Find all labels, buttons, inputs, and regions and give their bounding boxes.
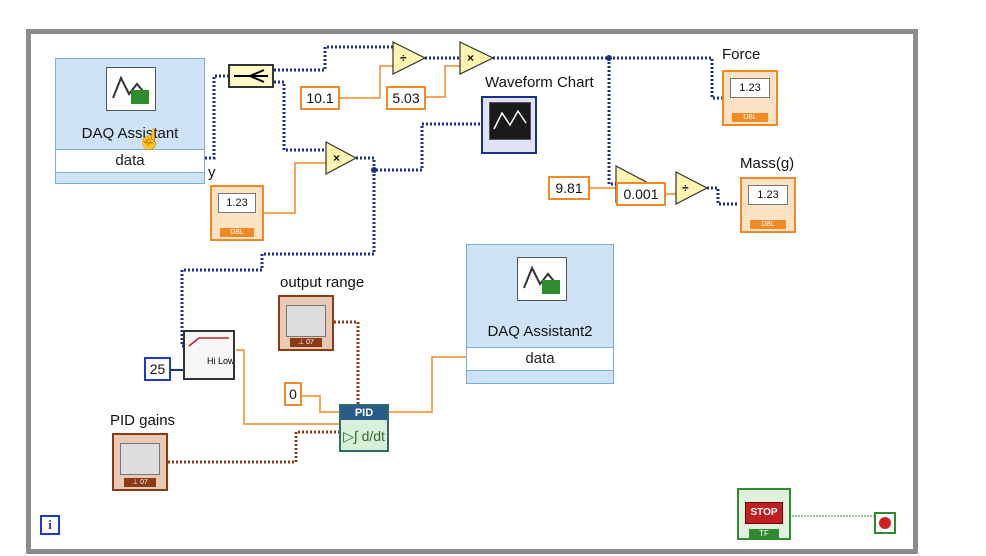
output-range-pane	[286, 305, 326, 337]
stop-dot-icon	[879, 517, 891, 529]
daq2-icon	[517, 257, 567, 301]
filter-node[interactable]: Hi Low	[183, 330, 235, 380]
constant-0-001[interactable]: 0.001	[616, 182, 666, 206]
force-value: 1.23	[730, 78, 770, 98]
waveform-chart-terminal[interactable]	[481, 96, 537, 154]
force-label: Force	[722, 46, 761, 63]
loop-condition-terminal[interactable]	[874, 512, 896, 534]
chart-icon	[489, 102, 531, 140]
pid-body: ▷∫ d/dt	[343, 428, 385, 444]
wire-y	[262, 162, 326, 214]
daq-assistant2-node[interactable]: DAQ Assistant2 data	[466, 244, 614, 384]
mass-dbl-tag: DBL	[750, 220, 786, 229]
wire-to-chart	[356, 122, 482, 172]
split-signals-node[interactable]	[228, 64, 274, 88]
daq-icon	[106, 67, 156, 111]
wire-data-to-splitter	[205, 74, 228, 160]
pid-gains-cluster[interactable]: ⊥ 07	[112, 433, 168, 491]
daq2-title: DAQ Assistant2	[487, 323, 593, 340]
constant-0[interactable]: 0	[284, 382, 302, 406]
force-indicator[interactable]: 1.23 DBL	[722, 70, 778, 126]
mass-indicator[interactable]: 1.23 DBL	[740, 177, 796, 233]
force-dbl-tag: DBL	[732, 113, 768, 122]
svg-text:÷: ÷	[400, 51, 407, 65]
pid-gains-tag: ⊥ 07	[124, 478, 156, 487]
wire-branch-mass	[607, 58, 616, 186]
mass-value: 1.23	[748, 185, 788, 205]
pid-gains-label: PID gains	[110, 412, 176, 429]
mass-label: Mass(g)	[740, 155, 795, 172]
daq-title: DAQ Assistant	[81, 125, 179, 142]
y-control[interactable]: 1.23 DBL	[210, 185, 264, 241]
multiply-node-2	[325, 141, 358, 175]
daq-data-terminal[interactable]: data	[56, 149, 204, 173]
pid-header: PID	[341, 406, 387, 420]
output-range-tag: ⊥ 07	[290, 338, 322, 347]
y-dbl-tag: DBL	[220, 228, 254, 237]
constant-25[interactable]: 25	[144, 357, 171, 381]
wire-output-range	[334, 320, 360, 404]
wire-0001	[666, 190, 677, 195]
wire-to-filter	[180, 170, 376, 348]
wire-pid-daq2	[389, 356, 466, 413]
filter-hi-low-text: Hi Low	[207, 356, 233, 366]
hand-cursor-icon: ☝	[137, 129, 162, 151]
stop-button[interactable]: STOP	[745, 502, 783, 524]
divide-node-1	[392, 41, 427, 75]
daq2-data-terminal[interactable]: data	[467, 347, 613, 371]
multiply-node-1	[459, 41, 495, 75]
wire-splitter-bottom	[274, 80, 326, 152]
constant-9-81[interactable]: 9.81	[548, 176, 590, 200]
wire-zero-pid	[302, 395, 339, 413]
svg-text:÷: ÷	[682, 181, 689, 195]
iteration-terminal: i	[40, 515, 60, 535]
y-label: y	[208, 164, 216, 181]
wire-503	[425, 65, 460, 98]
svg-text:×: ×	[333, 151, 340, 165]
wire-to-force	[493, 56, 728, 100]
pid-node[interactable]: PID ▷∫ d/dt	[339, 404, 389, 452]
constant-5-03[interactable]: 5.03	[386, 86, 426, 110]
stop-control[interactable]: STOP TF	[737, 488, 791, 540]
constant-10-1[interactable]: 10.1	[300, 86, 340, 110]
pid-gains-pane	[120, 443, 160, 475]
wire-to-mass	[707, 186, 738, 206]
divide-node-2	[675, 171, 709, 205]
svg-text:×: ×	[467, 51, 474, 65]
tf-tag: TF	[749, 529, 779, 538]
wire-101	[340, 65, 393, 99]
y-value: 1.23	[218, 193, 256, 213]
waveform-chart-label: Waveform Chart	[485, 74, 594, 91]
daq-assistant-node[interactable]: DAQ Assistant data	[55, 58, 205, 184]
wire-splitter-top	[274, 45, 393, 72]
wire-filter-pid	[236, 349, 339, 425]
output-range-cluster[interactable]: ⊥ 07	[278, 295, 334, 351]
wire-pid-gains	[168, 430, 339, 464]
output-range-label: output range	[280, 274, 365, 291]
